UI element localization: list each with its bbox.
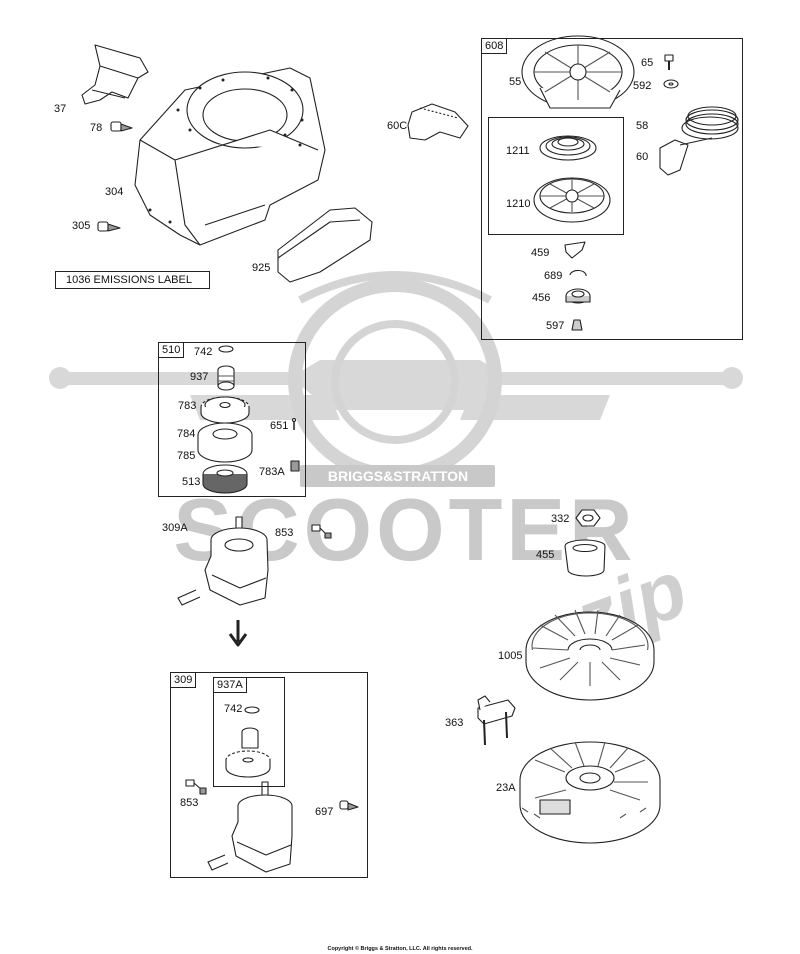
callout-60c: 60C [387, 120, 408, 132]
gear-kit-part [225, 727, 271, 778]
fan-1005-part [525, 609, 655, 701]
replacement-arrow [228, 620, 248, 647]
callout-689: 689 [544, 270, 563, 282]
callout-513: 513 [182, 476, 201, 488]
drive-kit-box [213, 677, 285, 787]
guard-925-part [277, 207, 373, 283]
screw-78-part [110, 121, 133, 132]
brand-band-text: BRIGGS&STRATTON [328, 468, 468, 484]
pinion-937-part [217, 365, 235, 391]
callout-78: 78 [90, 122, 103, 134]
spring-742-part [218, 345, 234, 353]
callout-937: 937 [190, 371, 209, 383]
callout-1211: 1211 [506, 145, 530, 157]
pin-651-part [291, 417, 297, 430]
wire-853-part [311, 524, 332, 539]
recoil-box-tag: 608 [481, 38, 508, 54]
flywheel-23a-part [519, 741, 661, 844]
callout-58: 58 [636, 120, 649, 132]
recoil-housing-55-part [521, 35, 635, 109]
screw-65-part [664, 54, 674, 70]
drive-kit-box-tag: 937A [213, 677, 247, 693]
washer-592-part [663, 79, 679, 89]
callout-65: 65 [641, 57, 654, 69]
drive-box [158, 342, 306, 497]
starter-motor-309a-part [177, 516, 269, 606]
spring-742-kit-part [244, 706, 260, 714]
callout-455: 455 [536, 549, 555, 561]
callout-305: 305 [72, 220, 91, 232]
gear-783-part [200, 396, 250, 424]
armature-363-part [477, 695, 516, 746]
starter-motor-kit-part [207, 781, 293, 873]
callout-60: 60 [636, 151, 649, 163]
callout-332: 332 [551, 513, 570, 525]
pulley-1210-part [533, 177, 611, 223]
callout-783: 783 [178, 400, 197, 412]
callout-785: 785 [177, 450, 196, 462]
callout-304: 304 [105, 186, 124, 198]
callout-651: 651 [270, 420, 289, 432]
callout-853: 853 [275, 527, 294, 539]
callout-1210: 1210 [506, 198, 531, 210]
nut-332-part [575, 509, 601, 527]
blower-housing-304-part [134, 67, 326, 246]
wire-853-kit-part [185, 779, 207, 795]
callout-784: 784 [177, 428, 196, 440]
callout-23a: 23A [496, 782, 516, 794]
callout-742: 742 [194, 346, 213, 358]
recoil-subgroup-box [488, 117, 624, 235]
clip-689-part [569, 269, 587, 277]
screw-697-part [339, 800, 359, 811]
recoil-spring-1211-part [539, 135, 597, 161]
starter-box [170, 672, 368, 878]
starter-handle-60-part [659, 137, 713, 176]
retainer-456-part [565, 288, 591, 304]
pawl-459-part [564, 241, 586, 259]
callout-55: 55 [509, 76, 522, 88]
screw-597-part [571, 319, 583, 331]
callout-742-kit: 742 [224, 703, 243, 715]
callout-853-kit: 853 [180, 797, 199, 809]
callout-309a: 309A [162, 522, 188, 534]
drive-784-part [197, 422, 253, 463]
copyright-notice: Copyright © Briggs & Stratton, LLC. All … [327, 946, 473, 952]
callout-925: 925 [252, 262, 271, 274]
callout-597: 597 [546, 320, 565, 332]
screw-305-part [97, 221, 121, 232]
callout-783a: 783A [259, 466, 285, 478]
clutch-513-part [202, 464, 248, 494]
cord-guide-60c-part [407, 103, 469, 141]
drive-box-tag: 510 [158, 342, 185, 358]
callout-37: 37 [54, 103, 67, 115]
callout-1005: 1005 [498, 650, 523, 662]
emissions-label: 1036 EMISSIONS LABEL [55, 271, 210, 289]
cup-455-part [564, 539, 606, 577]
bracket-37-part [81, 44, 149, 105]
rope-58-part [681, 106, 739, 140]
callout-697: 697 [315, 806, 334, 818]
callout-363: 363 [445, 717, 464, 729]
spring-783a-part [290, 460, 300, 472]
starter-box-tag: 309 [170, 672, 197, 688]
callout-592: 592 [633, 80, 652, 92]
callout-459: 459 [531, 247, 550, 259]
recoil-starter-box [481, 38, 743, 340]
callout-456: 456 [532, 292, 551, 304]
